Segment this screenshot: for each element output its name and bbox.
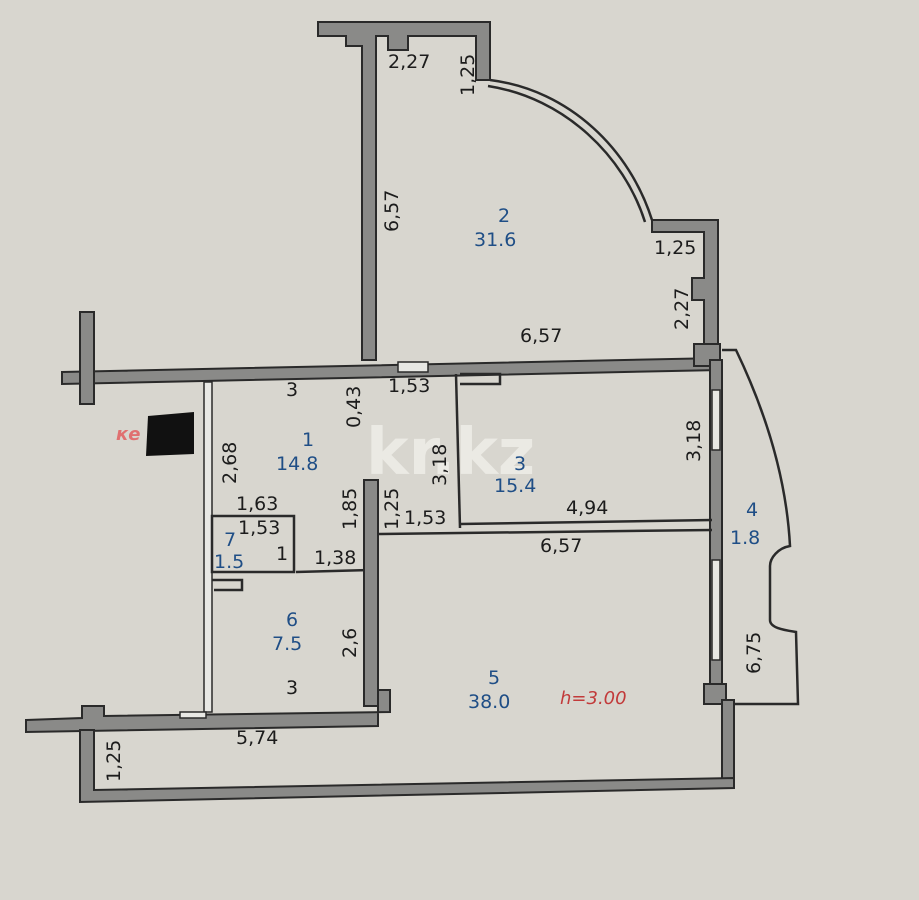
dim-corridor-bottom: 1,53 (404, 507, 446, 529)
dim-r7-top: 1,53 (238, 517, 280, 539)
dim-r2-right-lower: 2,27 (671, 288, 693, 330)
watermark: kr.kz (366, 416, 535, 490)
room-6-number: 6 (286, 609, 298, 631)
dim-balcony-left: 1,25 (103, 740, 125, 782)
room-6-area: 7.5 (272, 633, 302, 655)
dim-corridor-top: 1,53 (388, 375, 430, 397)
partitions (203, 372, 713, 713)
dim-r3-right: 3,18 (683, 420, 705, 462)
room-3-area: 15.4 (494, 475, 536, 497)
room-4-area: 1.8 (730, 527, 760, 549)
dim-r5-top: 6,57 (540, 535, 582, 557)
dim-corridor-right: 1,25 (381, 488, 403, 530)
dim-r1-left: 2,68 (219, 442, 241, 484)
lower-walls (25, 689, 735, 804)
right-wall (703, 359, 735, 789)
dim-r1-top: 3 (286, 379, 298, 401)
dim-r1-right: 1,85 (339, 488, 361, 530)
dim-r2-right-upper: 1,25 (654, 237, 696, 259)
dim-r2-top: 2,27 (388, 51, 430, 73)
middle-wall (61, 311, 721, 405)
dim-r1-top-small: 0,43 (343, 386, 365, 428)
room-7-area: 1.5 (214, 551, 244, 573)
dim-r6-right: 2,6 (339, 628, 361, 658)
room-1-number: 1 (302, 429, 314, 451)
room-1-area: 14.8 (276, 453, 318, 475)
dim-r2-top-right: 1,25 (457, 54, 479, 96)
dim-balcony-top: 5,74 (236, 727, 278, 749)
redaction-block (146, 412, 194, 456)
dim-r2-bottom: 6,57 (520, 325, 562, 347)
room-2-walls (317, 21, 719, 361)
dim-bath-bottom: 1,38 (314, 547, 356, 569)
dim-loggia-right: 6,75 (743, 632, 765, 674)
dim-r3-left: 3,18 (429, 444, 451, 486)
dimension-labels: 2,27 1,25 6,57 1,25 2,27 6,57 3 0,43 1,5… (103, 51, 765, 782)
room-7-number: 7 (224, 529, 236, 551)
room-3-number: 3 (514, 453, 526, 475)
dim-r1-bottom: 1,63 (236, 493, 278, 515)
ceiling-height: h=3.00 (560, 688, 627, 709)
loggia-outline (722, 348, 800, 706)
dim-r2-left: 6,57 (381, 190, 403, 232)
room-labels: 2 31.6 1 14.8 3 15.4 4 1.8 5 38.0 h=3.00… (214, 205, 760, 713)
room-4-number: 4 (746, 499, 758, 521)
room-5-area: 38.0 (468, 691, 510, 713)
room-2-area: 31.6 (474, 229, 516, 251)
dim-r6-bottom: 3 (286, 677, 298, 699)
redacted-label: ке (116, 424, 140, 445)
dim-r7-side: 1 (276, 543, 288, 565)
dim-r3-bottom: 4,94 (566, 497, 608, 519)
room-2-number: 2 (498, 205, 510, 227)
room-5-number: 5 (488, 667, 500, 689)
